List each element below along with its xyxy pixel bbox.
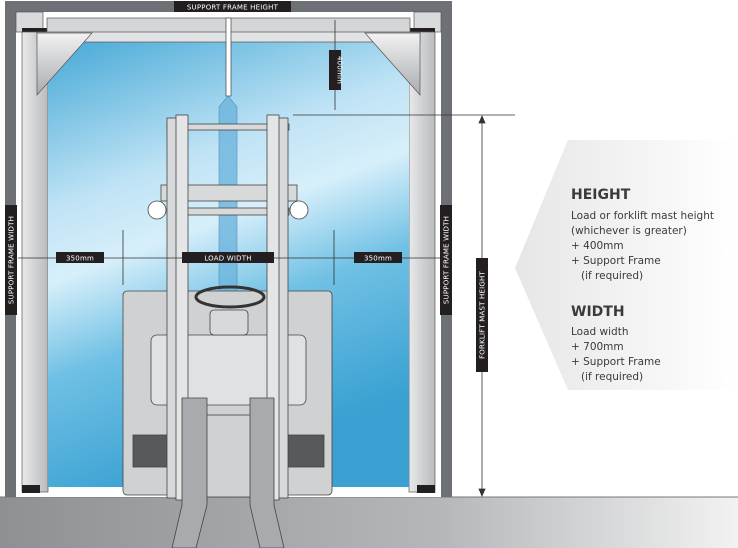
height-line: Load or forklift mast height (571, 210, 714, 222)
forklift (122, 114, 333, 548)
width-line: (if required) (581, 371, 643, 383)
support-frame-width-right-label: SUPPORT FRAME WIDTH (443, 216, 451, 304)
floor (0, 497, 738, 548)
height-heading: HEIGHT (571, 187, 631, 203)
support-frame-width-left-label: SUPPORT FRAME WIDTH (8, 216, 16, 304)
info-panel-pointer (515, 140, 738, 390)
height-line: + 400mm (571, 240, 624, 252)
right-350mm-label: 350mm (364, 255, 392, 263)
width-heading: WIDTH (571, 304, 625, 320)
right-corner-bracket (364, 32, 421, 96)
height-line: + Support Frame (571, 255, 661, 267)
left-350mm-label: 350mm (66, 255, 94, 263)
width-line: + 700mm (571, 341, 624, 353)
support-frame-height-label: SUPPORT FRAME HEIGHT (187, 4, 279, 12)
height-line: (whichever is greater) (571, 225, 687, 237)
info-panel: HEIGHT Load or forklift mast height (whi… (571, 187, 714, 383)
height-line: (if required) (581, 270, 643, 282)
load-width-label: LOAD WIDTH (204, 255, 251, 263)
forklift-mast-height-label: FORKLIFT MAST HEIGHT (479, 271, 487, 359)
clearance-400mm-label: 400mm (336, 56, 344, 84)
width-line: + Support Frame (571, 356, 661, 368)
left-corner-bracket (36, 32, 93, 96)
width-line: Load width (571, 326, 628, 338)
